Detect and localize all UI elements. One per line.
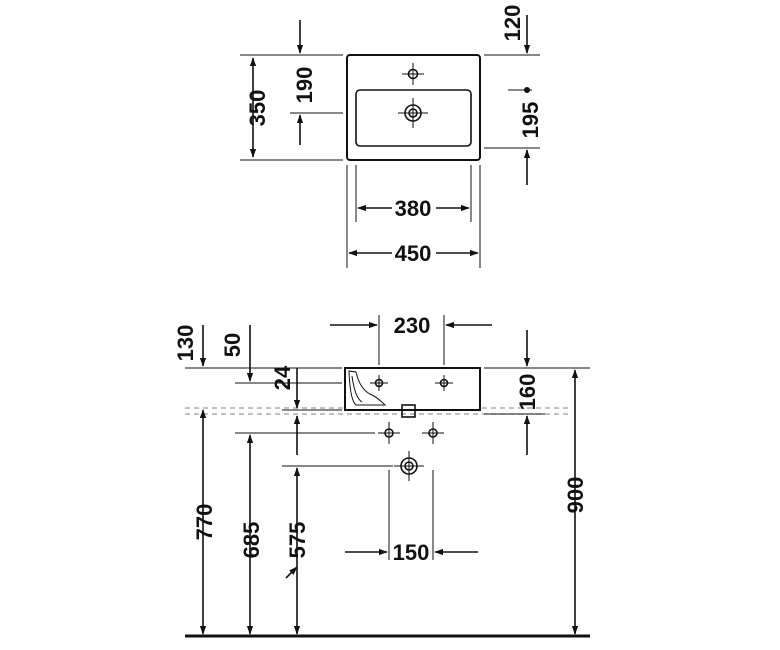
dim-120: 120 [500,5,525,42]
basin-body-front [344,367,481,411]
top-view: 350 190 120 195 380 450 [240,5,543,268]
bowl-outline-top [355,89,472,147]
dim-160: 160 [515,374,540,411]
drain-spigot [401,404,416,418]
dim-350: 350 [245,90,270,127]
drain-icon [398,98,428,128]
dim-130: 130 [173,325,198,362]
pointer-arrow-icon [285,566,298,579]
bowl-section-front [348,370,387,406]
tap-hole-icon [402,63,424,85]
dim-190: 190 [292,67,317,104]
dim-685: 685 [239,522,264,559]
dim-195: 195 [518,102,543,139]
tap-hole-left-icon [370,375,388,391]
dim-230: 230 [394,313,431,338]
tap-hole-right-icon [435,375,453,391]
dim-150: 150 [393,540,430,565]
dim-380: 380 [395,196,432,221]
dim-770: 770 [192,504,217,541]
dim-50: 50 [220,333,245,357]
front-view: 230 160 900 130 770 50 685 24 [173,313,590,638]
dim-575: 575 [285,522,310,559]
dim-24: 24 [270,365,295,390]
waste-outlet-icon [394,451,424,481]
dim-450: 450 [395,241,432,266]
supply-right-icon [422,422,444,444]
dim-900: 900 [563,477,588,514]
supply-left-icon [378,422,400,444]
